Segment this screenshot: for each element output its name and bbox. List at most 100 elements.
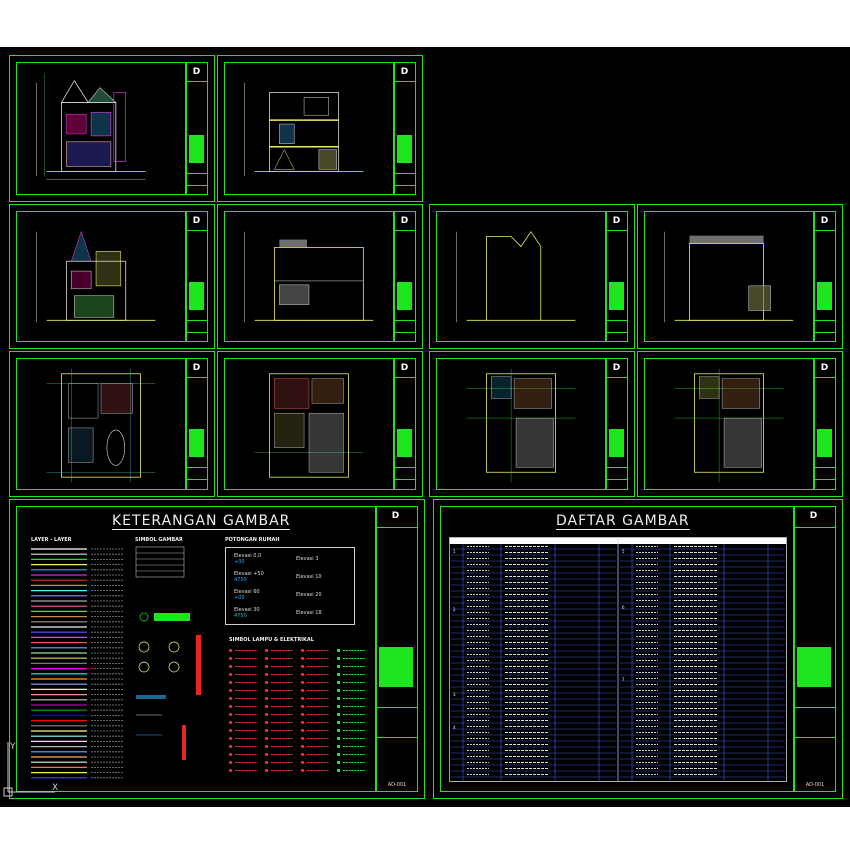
drawing-area [644, 358, 814, 490]
studio-logo-icon: D [820, 363, 829, 373]
drawing-sheet-section-b[interactable]: D [217, 204, 423, 349]
electrical-symbol [301, 745, 304, 748]
layer-swatch-list [31, 548, 124, 779]
studio-logo-icon: D [391, 511, 400, 521]
elevation-heading: POTONGAN RUMAH [225, 537, 280, 543]
elevation-label: Elevasi 30 [234, 607, 260, 613]
drawing-area [224, 358, 394, 490]
title-block: D [186, 211, 208, 342]
electrical-symbol [337, 665, 340, 668]
electrical-symbol [265, 721, 268, 724]
sheet-code: AD-001 [387, 782, 407, 788]
electrical-heading: SIMBOL LAMPU & ELEKTRIKAL [229, 637, 314, 643]
drawing-area [436, 211, 606, 342]
elevation-cell: Elevasi 20 [290, 586, 352, 604]
elevation-front-drawing [36, 72, 146, 180]
index-section-number: 2 [453, 607, 456, 612]
studio-logo-icon: D [612, 363, 621, 373]
electrical-symbol [301, 737, 304, 740]
electrical-symbol [265, 657, 268, 660]
electrical-symbol [229, 729, 232, 732]
electrical-symbol [337, 697, 340, 700]
electrical-symbol [265, 745, 268, 748]
elevation-cell: Elevasi 3 [290, 550, 352, 568]
title-block: D [186, 62, 208, 195]
electrical-symbol [229, 657, 232, 660]
section-a-drawing [244, 82, 364, 177]
electrical-symbol [265, 681, 268, 684]
electrical-symbol [301, 673, 304, 676]
electrical-symbol [337, 649, 340, 652]
electrical-symbol [337, 673, 340, 676]
electrical-symbol [229, 681, 232, 684]
studio-logo-icon: D [400, 363, 409, 373]
title-block: D [606, 211, 628, 342]
drawing-sheet-site-plan[interactable]: D [9, 351, 215, 497]
roof-plan-drawing [674, 368, 784, 483]
drawing-area [16, 358, 186, 490]
drawing-sheet-roof-plan[interactable]: D [637, 351, 843, 497]
electrical-symbol [229, 753, 232, 756]
elevation-label: Elevasi +50 [234, 571, 264, 577]
electrical-symbol [265, 697, 268, 700]
electrical-symbol [265, 689, 268, 692]
sheet-code: AD-001 [805, 782, 825, 788]
drawing-area [224, 211, 394, 342]
electrical-symbol [301, 681, 304, 684]
drawing-sheet-elevation-rear[interactable]: D [429, 204, 635, 349]
drawing-sheet-section-a[interactable]: D [217, 55, 423, 202]
drawing-sheet-elevation-side[interactable]: D [9, 204, 215, 349]
drawing-area [16, 62, 186, 195]
title-block: D AD-001 [794, 506, 836, 792]
electrical-symbol [265, 665, 268, 668]
electrical-symbol [265, 761, 268, 764]
drawing-area [224, 62, 394, 195]
cad-model-space[interactable]: D D [0, 47, 850, 807]
electrical-symbol [301, 649, 304, 652]
drawing-sheet-elevation-left[interactable]: D [637, 204, 843, 349]
electrical-symbol [301, 729, 304, 732]
elevation-value: +00 [234, 595, 245, 601]
electrical-symbol [337, 681, 340, 684]
title-block: D [394, 211, 416, 342]
electrical-symbol [301, 697, 304, 700]
title-block: D [186, 358, 208, 490]
drawing-sheet-elevation-front[interactable]: D [9, 55, 215, 202]
electrical-symbol [301, 657, 304, 660]
elevation-value: 4750 [234, 613, 247, 619]
floor-plan-1-drawing [254, 373, 364, 478]
layer-heading: LAYER - LAYER [31, 537, 72, 543]
electrical-symbol [337, 713, 340, 716]
electrical-symbol [265, 705, 268, 708]
studio-logo-icon: D [192, 67, 201, 77]
elevation-value: 4750 [234, 577, 247, 583]
electrical-symbol [301, 689, 304, 692]
electrical-symbol [337, 769, 340, 772]
symbol-list [135, 546, 201, 760]
index-section-number: 1 [453, 549, 456, 554]
electrical-symbol [337, 745, 340, 748]
electrical-symbol [265, 649, 268, 652]
elevation-label: Elevasi 60 [234, 589, 260, 595]
legend-sheet[interactable]: KETERANGAN GAMBAR LAYER - LAYER SIMBOL G… [9, 499, 425, 799]
electrical-symbol [301, 753, 304, 756]
svg-text:Y: Y [9, 742, 16, 752]
index-section-number: 3 [453, 692, 456, 697]
electrical-symbol [301, 769, 304, 772]
electrical-symbol [265, 729, 268, 732]
electrical-symbol [301, 713, 304, 716]
drawing-sheet-floor-plan-2[interactable]: D [429, 351, 635, 497]
svg-text:X: X [52, 783, 58, 793]
index-title: DAFTAR GAMBAR [556, 513, 690, 530]
electrical-symbol [229, 705, 232, 708]
electrical-symbol [337, 689, 340, 692]
section-b-drawing [244, 231, 374, 323]
electrical-symbol [301, 705, 304, 708]
electrical-symbol [229, 737, 232, 740]
studio-logo-icon: D [400, 216, 409, 226]
drawing-sheet-floor-plan-1[interactable]: D [217, 351, 423, 497]
